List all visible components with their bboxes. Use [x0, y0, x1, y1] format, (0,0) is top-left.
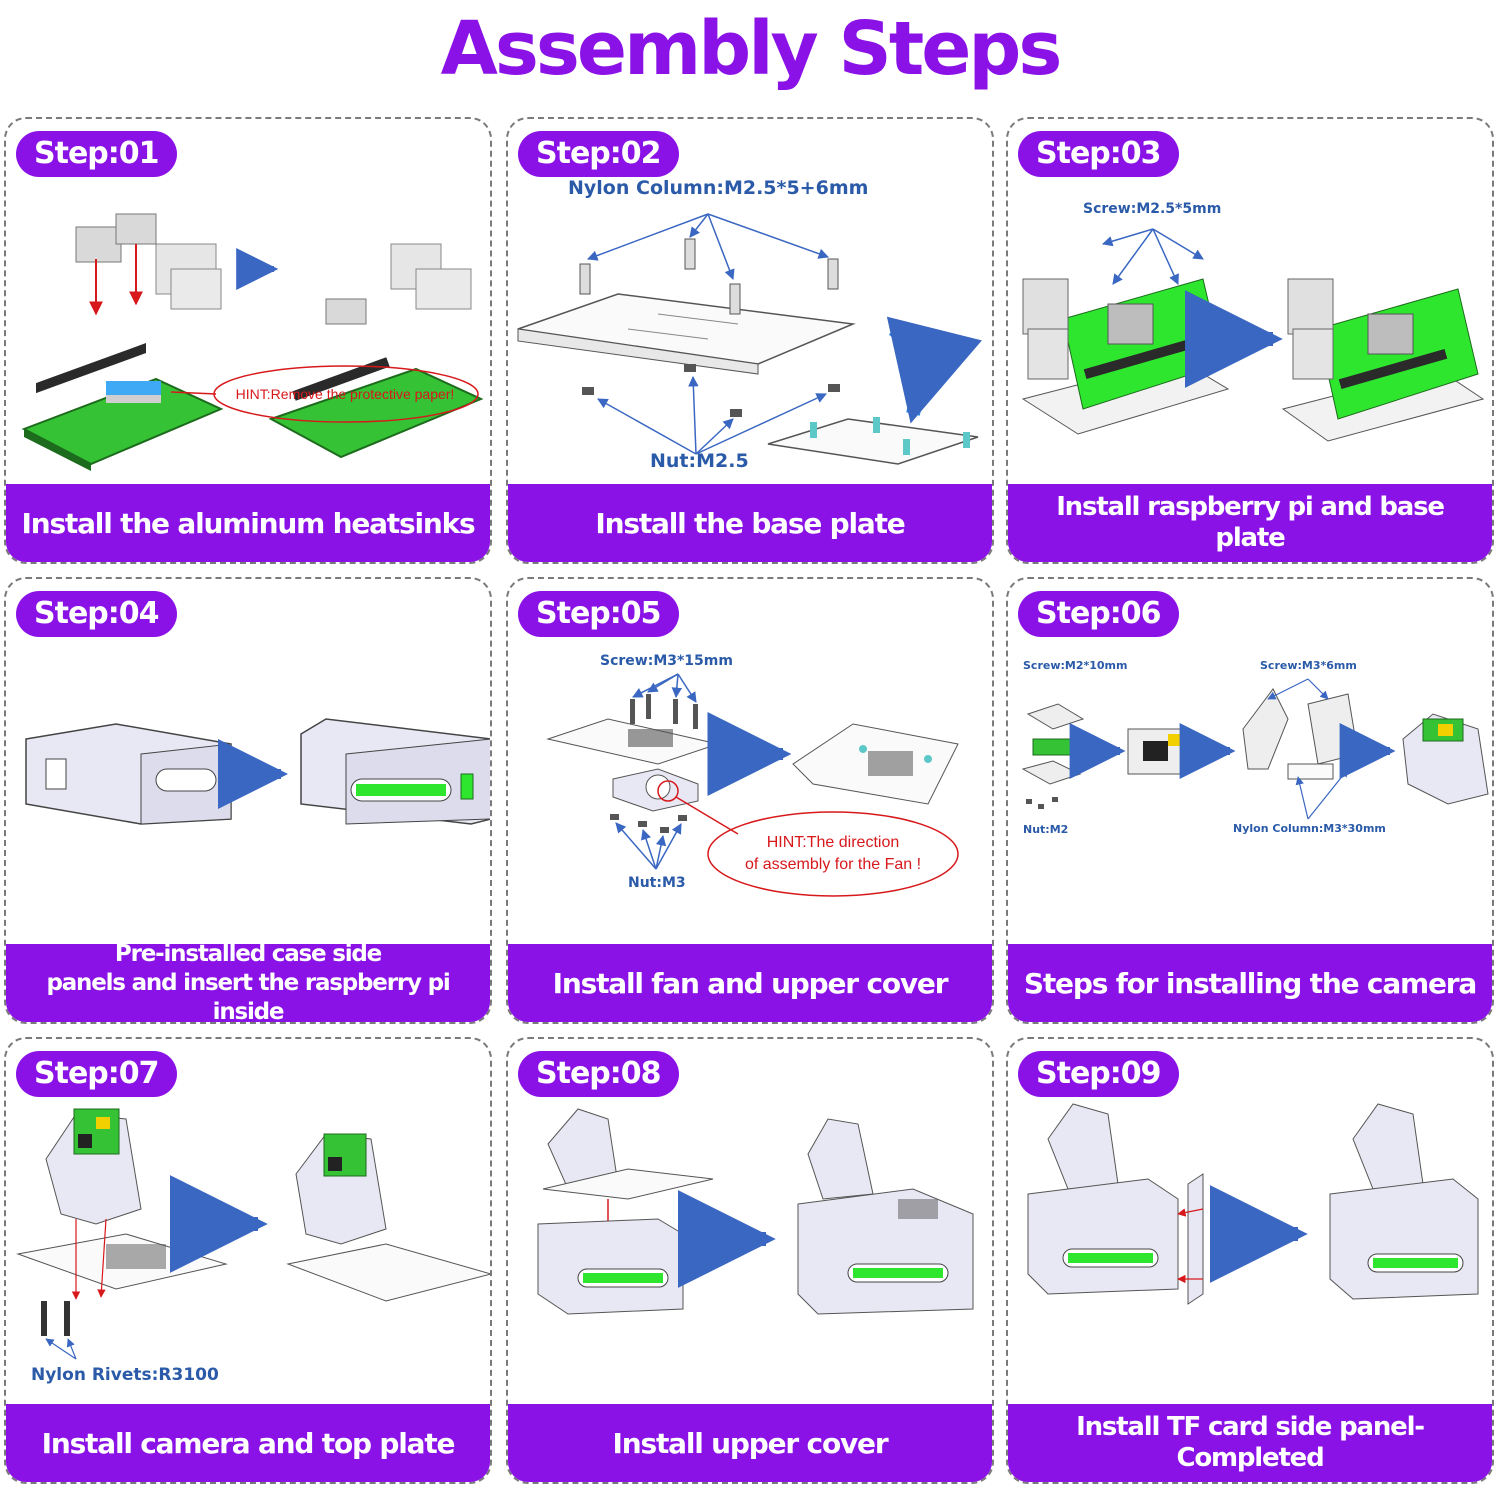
case-before-side-panel: [1027, 1103, 1204, 1305]
caption-line-2: panels and insert the raspberry pi insid…: [46, 969, 450, 1024]
nuts: [582, 364, 840, 417]
step-badge: Step:05: [518, 591, 679, 637]
nylon-columns: [579, 238, 839, 315]
upper-cover-assembled: [792, 723, 959, 805]
caption-line-1: Pre-installed case side: [114, 940, 382, 967]
label-screw-m3: Screw:M3*6mm: [1260, 659, 1357, 672]
raspberry-pi-on-base-after: [1281, 278, 1485, 442]
raspberry-pi-install-illustration: [1021, 228, 1485, 442]
base-plate-assembled: [767, 417, 979, 465]
label-nylon-column: Nylon Column:M3*30mm: [1233, 822, 1386, 835]
step-panel-04: Step:04 Pre-installed case side panels a…: [4, 577, 492, 1024]
label-nut-m2: Nut:M2: [1023, 823, 1069, 836]
raspberry-pi-on-base-before: [1021, 278, 1230, 435]
label-screw: Screw:M2.5*5mm: [1083, 201, 1222, 217]
step-badge: Step:06: [1018, 591, 1179, 637]
nuts: [610, 814, 687, 833]
hint-remove-paper: HINT:Remove the protective paper!: [235, 386, 455, 402]
case-before: [537, 1218, 684, 1315]
camera-top-plate-illustration: [16, 1108, 490, 1360]
top-assembly-before: [542, 1108, 714, 1200]
camera-module: [1127, 728, 1189, 775]
step-panel-02: Nylon Column:M2.5*5+6mm Nut:M2.5 Step:02…: [506, 117, 994, 564]
hint-line-1: HINT:The direction: [766, 834, 900, 851]
step-badge: Step:02: [518, 131, 679, 177]
label-screw: Screw:M3*15mm: [600, 653, 733, 669]
camera-mount-after: [286, 1133, 490, 1302]
tf-card-panel-illustration: [1027, 1103, 1479, 1305]
label-nut: Nut:M2.5: [650, 450, 749, 472]
upper-cover-plate: [546, 718, 720, 765]
step-panel-05: Screw:M3*15mm Nut:M3 HINT:The direction …: [506, 577, 994, 1024]
step-caption: Install camera and top plate: [6, 1404, 490, 1482]
case-frame-with-pi: [300, 718, 490, 825]
step-badge: Step:03: [1018, 131, 1179, 177]
case-frame-empty: [25, 723, 232, 825]
label-nylon-rivets: Nylon Rivets:R3100: [31, 1365, 219, 1385]
camera-assembled: [1402, 713, 1489, 805]
fan: [612, 768, 699, 812]
step-panel-06: Screw:M2*10mm Screw:M3*6mm Nut:M2 Nylon …: [1006, 577, 1494, 1024]
label-nut: Nut:M3: [628, 875, 686, 891]
step-caption: Install upper cover: [508, 1404, 992, 1482]
step-badge: Step:07: [16, 1051, 177, 1097]
step-panel-03: Screw:M2.5*5mm Step:03 Install raspberry…: [1006, 117, 1494, 564]
base-plate-illustration: [517, 213, 982, 465]
hint-fan-direction: HINT:The direction of assembly for the F…: [708, 832, 958, 876]
raspberry-pi-board-before: [21, 213, 224, 471]
upper-cover-illustration: [537, 1108, 974, 1315]
fan-upper-cover-illustration: [546, 673, 959, 897]
camera-install-illustration: [1021, 678, 1489, 820]
step-caption: Steps for installing the camera: [1008, 944, 1492, 1022]
step-badge: Step:01: [16, 131, 177, 177]
page-title: Assembly Steps: [440, 6, 1063, 92]
camera-parts: [1021, 703, 1085, 809]
label-screw-m2: Screw:M2*10mm: [1023, 659, 1128, 672]
heatsink-install-illustration: [21, 213, 484, 471]
camera-mount-parts: [1242, 688, 1359, 780]
base-plate: [517, 293, 856, 375]
case-with-upper-cover: [797, 1118, 974, 1315]
hint-line-2: of assembly for the Fan !: [744, 856, 922, 873]
step-caption: Install the base plate: [508, 484, 992, 562]
camera-mount-before: [16, 1108, 228, 1336]
case-side-panels-illustration: [25, 718, 490, 825]
step-panel-01: HINT:Remove the protective paper! Step:0…: [4, 117, 492, 564]
step-badge: Step:08: [518, 1051, 679, 1097]
step-panel-08: Step:08 Install upper cover: [506, 1037, 994, 1484]
heatsink-pad: [106, 381, 161, 403]
step-badge: Step:04: [16, 591, 177, 637]
screws: [630, 694, 698, 729]
case-completed: [1329, 1103, 1479, 1300]
raspberry-pi-board-after: [268, 243, 484, 459]
step-caption: Install fan and upper cover: [508, 944, 992, 1022]
step-panel-07: Nylon Rivets:R3100 Step:07 Install camer…: [4, 1037, 492, 1484]
label-nylon-column: Nylon Column:M2.5*5+6mm: [568, 177, 869, 199]
step-caption: Install raspberry pi and base plate: [1008, 484, 1492, 562]
step-caption: Install the aluminum heatsinks: [6, 484, 490, 562]
step-caption: Pre-installed case side panels and inser…: [6, 941, 490, 1024]
step-badge: Step:09: [1018, 1051, 1179, 1097]
step-caption: Install TF card side panel-Completed: [1008, 1404, 1492, 1482]
step-panel-09: Step:09 Install TF card side panel-Compl…: [1006, 1037, 1494, 1484]
